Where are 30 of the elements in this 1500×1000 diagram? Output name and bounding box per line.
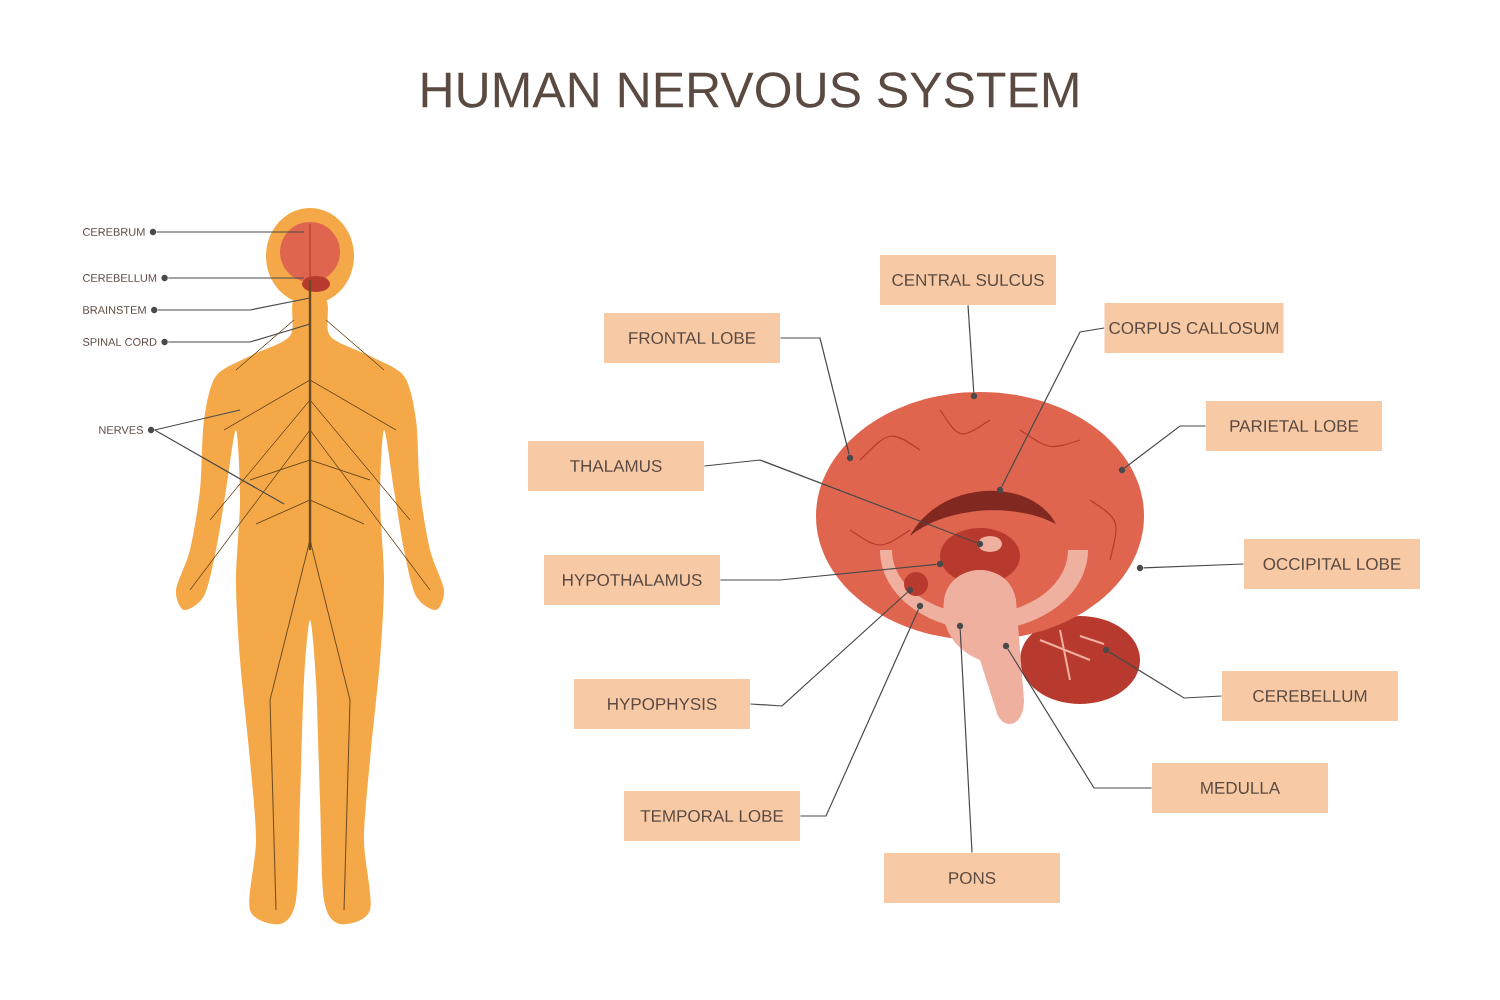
leader-line (154, 429, 285, 505)
leader-line (1124, 425, 1207, 469)
label-box: OCCIPITAL LOBE (1244, 539, 1420, 589)
label-box: TEMPORAL LOBE (624, 791, 800, 841)
label-box: PARIETAL LOBE (1206, 401, 1382, 451)
leader-line (749, 591, 908, 707)
leader-line (154, 409, 241, 431)
leader-line (719, 563, 937, 581)
leader-line (155, 231, 305, 233)
label-box: PONS (884, 853, 1060, 903)
label-box: MEDULLA (1152, 763, 1328, 813)
label-box: HYPOTHALAMUS (544, 555, 720, 605)
leader-line (703, 459, 978, 544)
leader-line (167, 277, 305, 279)
label-box: FRONTAL LOBE (604, 313, 780, 363)
label-box: HYPOPHYSIS (574, 679, 750, 729)
leader-line (167, 323, 311, 343)
label-box: CEREBELLUM (1222, 671, 1398, 721)
leader-line (779, 337, 850, 456)
leader-line (967, 304, 975, 393)
leader-line (1108, 651, 1223, 699)
label-box: CORPUS CALLOSUM (1104, 303, 1284, 353)
leader-line (1001, 327, 1105, 488)
leader-line (799, 608, 920, 817)
label-box: CENTRAL SULCUS (880, 255, 1056, 305)
leader-line (1143, 563, 1245, 569)
title: HUMAN NERVOUS SYSTEM (422, 72, 1078, 108)
label-box: THALAMUS (528, 441, 704, 491)
leader-line (1007, 648, 1153, 789)
leader-line (157, 297, 311, 311)
